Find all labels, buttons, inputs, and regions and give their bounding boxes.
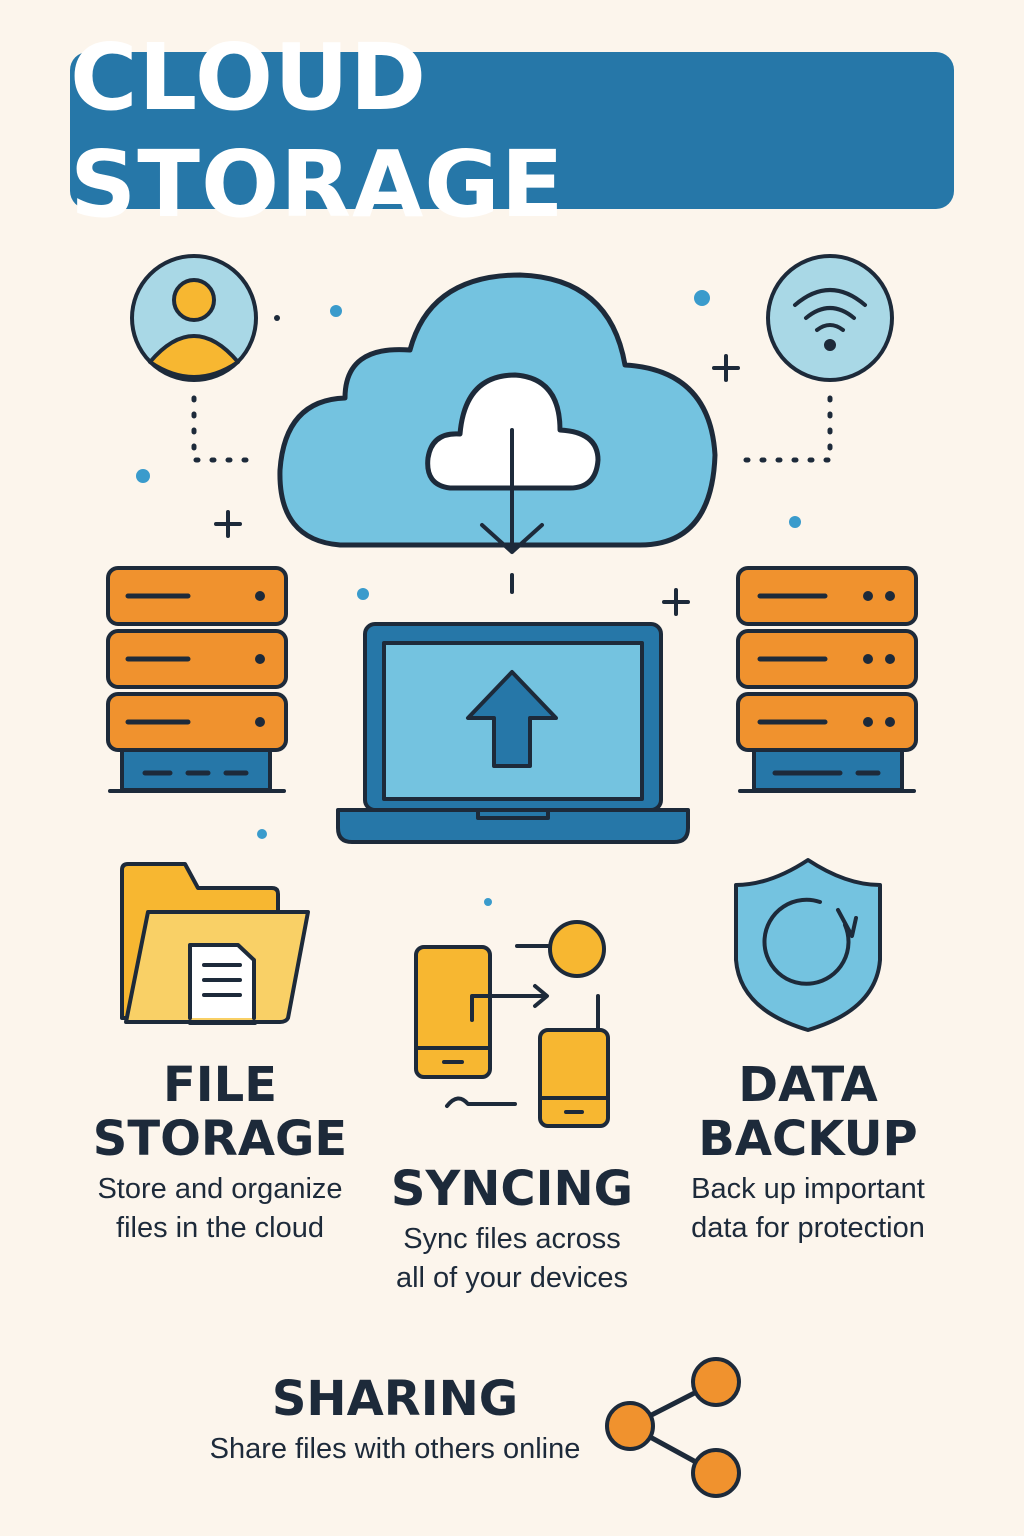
folder-icon	[120, 862, 310, 1025]
feature-sharing: SHARING Share files with others online	[180, 1372, 610, 1469]
cloud-icon	[277, 272, 718, 594]
server-rack-left-icon	[106, 566, 288, 793]
user-icon	[130, 254, 258, 382]
feature-title: SYNCING	[390, 1161, 634, 1217]
laptop-upload-icon	[336, 622, 690, 844]
page-title: CLOUD STORAGE	[70, 23, 565, 238]
feature-description: Share files with others online	[209, 1433, 581, 1465]
share-icon	[605, 1357, 741, 1498]
shield-backup-icon	[734, 858, 882, 1032]
wifi-icon	[766, 254, 894, 382]
title-banner: CLOUD STORAGE	[70, 24, 954, 238]
devices-sync-icon	[414, 920, 610, 1128]
feature-title: SHARING	[271, 1371, 519, 1427]
server-rack-right-icon	[736, 566, 918, 793]
